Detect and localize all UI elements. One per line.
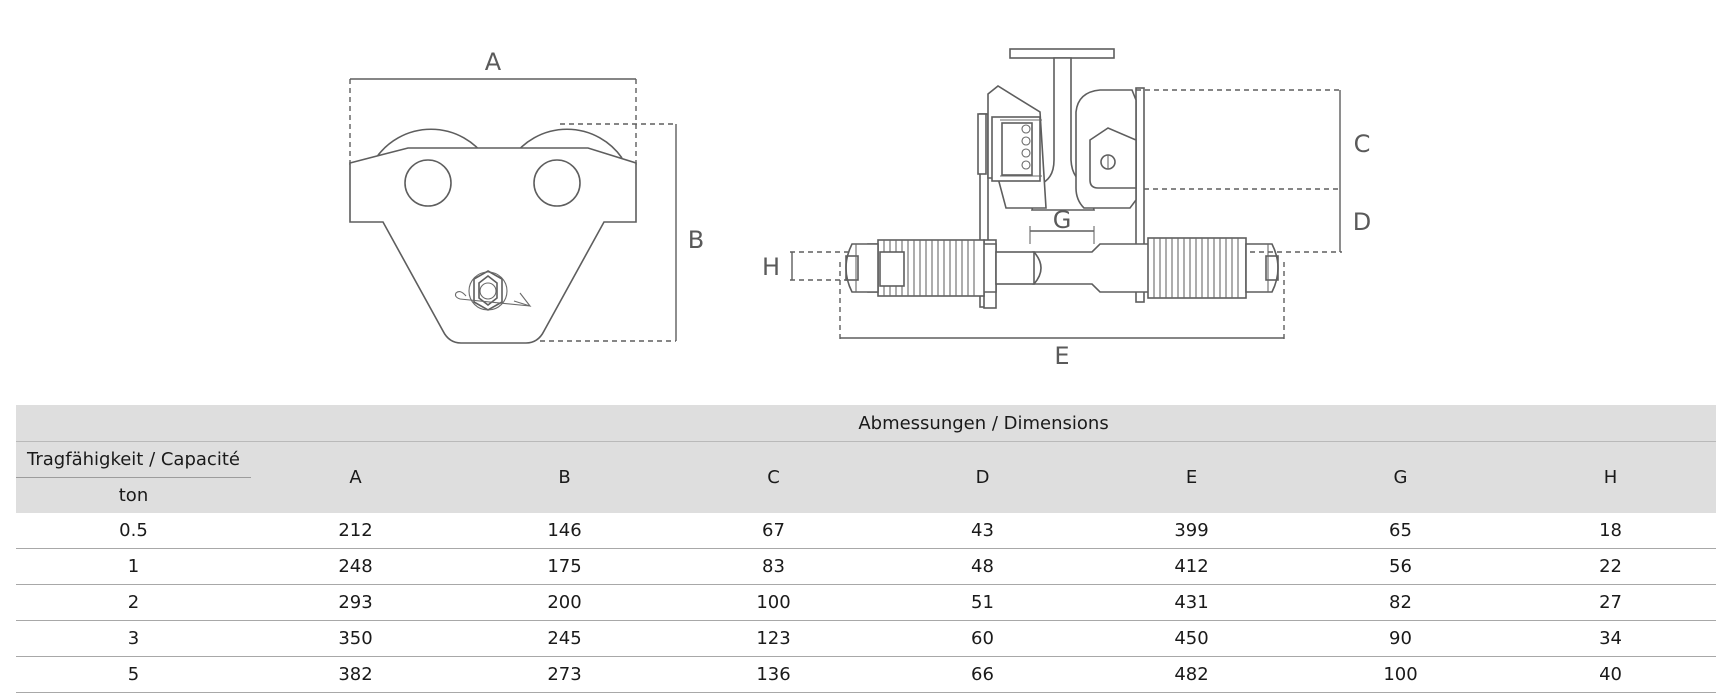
column-header-d: D: [975, 467, 990, 488]
cell-a: 212: [251, 513, 460, 549]
cell-b: 175: [460, 548, 669, 585]
label-a: A: [485, 48, 502, 76]
cell-h: 40: [1505, 656, 1717, 693]
left-side-plate: [977, 85, 1047, 309]
label-c: C: [1354, 130, 1371, 158]
table-row: 1 248 175 83 48 412 56 22: [16, 548, 1717, 585]
cell-c: 100: [669, 584, 878, 621]
label-d: D: [1353, 208, 1371, 236]
cell-d: 43: [878, 513, 1087, 549]
label-h: H: [762, 253, 780, 281]
table-row: 2 293 200 100 51 431 82 27: [16, 584, 1717, 621]
dimension-g: G: [1029, 206, 1095, 244]
technical-drawings: A B: [349, 48, 1371, 370]
cell-g: 100: [1296, 656, 1505, 693]
cell-e: 431: [1087, 584, 1296, 621]
cell-g: 82: [1296, 584, 1505, 621]
cell-e: 482: [1087, 656, 1296, 693]
capacity-header: Tragfähigkeit / Capacité: [16, 441, 251, 478]
capacity-cell: 0.5: [16, 513, 251, 549]
table-row: 0.5 212 146 67 43 399 65 18: [16, 513, 1717, 549]
cell-d: 51: [878, 584, 1087, 621]
label-b: B: [688, 226, 704, 254]
capacity-cell: 1: [16, 548, 251, 585]
column-header-e: E: [1185, 467, 1198, 488]
cell-b: 146: [460, 513, 669, 549]
table-capacity-header-row: Tragfähigkeit / Capacité A B C D E G H: [16, 441, 1717, 488]
column-header-b: B: [558, 467, 571, 488]
trolley-front-view: A B: [349, 48, 704, 344]
threaded-shaft: [845, 237, 1279, 299]
column-header-a: A: [349, 467, 362, 488]
dimension-e: E: [839, 262, 1285, 370]
cell-h: 22: [1505, 548, 1717, 585]
cell-h: 27: [1505, 584, 1717, 621]
cell-c: 83: [669, 548, 878, 585]
cell-a: 293: [251, 584, 460, 621]
capacity-cell: 5: [16, 656, 251, 693]
dimension-a: A: [349, 48, 637, 165]
dimensions-table: Abmessungen / Dimensions Tragfähigkeit /…: [16, 405, 1717, 693]
column-header-c: C: [767, 467, 780, 488]
cell-d: 48: [878, 548, 1087, 585]
cell-g: 65: [1296, 513, 1505, 549]
cell-d: 66: [878, 656, 1087, 693]
capacity-cell: 3: [16, 620, 251, 657]
cell-h: 18: [1505, 513, 1717, 549]
dimension-c-d: C D: [1136, 89, 1371, 253]
cell-d: 60: [878, 620, 1087, 657]
label-g: G: [1053, 206, 1072, 234]
cell-a: 382: [251, 656, 460, 693]
column-header-g: G: [1393, 467, 1408, 488]
capacity-unit-header: ton: [118, 485, 149, 506]
cell-g: 90: [1296, 620, 1505, 657]
dimension-b: B: [540, 123, 704, 342]
table-group-header-row: Abmessungen / Dimensions: [16, 405, 1717, 442]
i-beam: [1009, 48, 1115, 211]
cell-c: 123: [669, 620, 878, 657]
cell-e: 412: [1087, 548, 1296, 585]
dimension-h: H: [762, 251, 848, 281]
cell-e: 450: [1087, 620, 1296, 657]
cell-b: 273: [460, 656, 669, 693]
capacity-cell: 2: [16, 584, 251, 621]
cell-b: 200: [460, 584, 669, 621]
cell-h: 34: [1505, 620, 1717, 657]
cell-c: 136: [669, 656, 878, 693]
castle-nut: [454, 270, 532, 311]
cell-b: 245: [460, 620, 669, 657]
table-corner-cell: [16, 405, 251, 442]
cell-c: 67: [669, 513, 878, 549]
table-row: 3 350 245 123 60 450 90 34: [16, 620, 1717, 657]
cell-a: 350: [251, 620, 460, 657]
trolley-side-view: G C D H E: [762, 48, 1371, 370]
right-side-plate: [1075, 87, 1145, 303]
column-header-h: H: [1603, 467, 1618, 488]
dimensions-group-header: Abmessungen / Dimensions: [251, 405, 1717, 442]
cell-e: 399: [1087, 513, 1296, 549]
label-e: E: [1054, 342, 1069, 370]
cell-a: 248: [251, 548, 460, 585]
table-row: 5 382 273 136 66 482 100 40: [16, 656, 1717, 693]
cell-g: 56: [1296, 548, 1505, 585]
